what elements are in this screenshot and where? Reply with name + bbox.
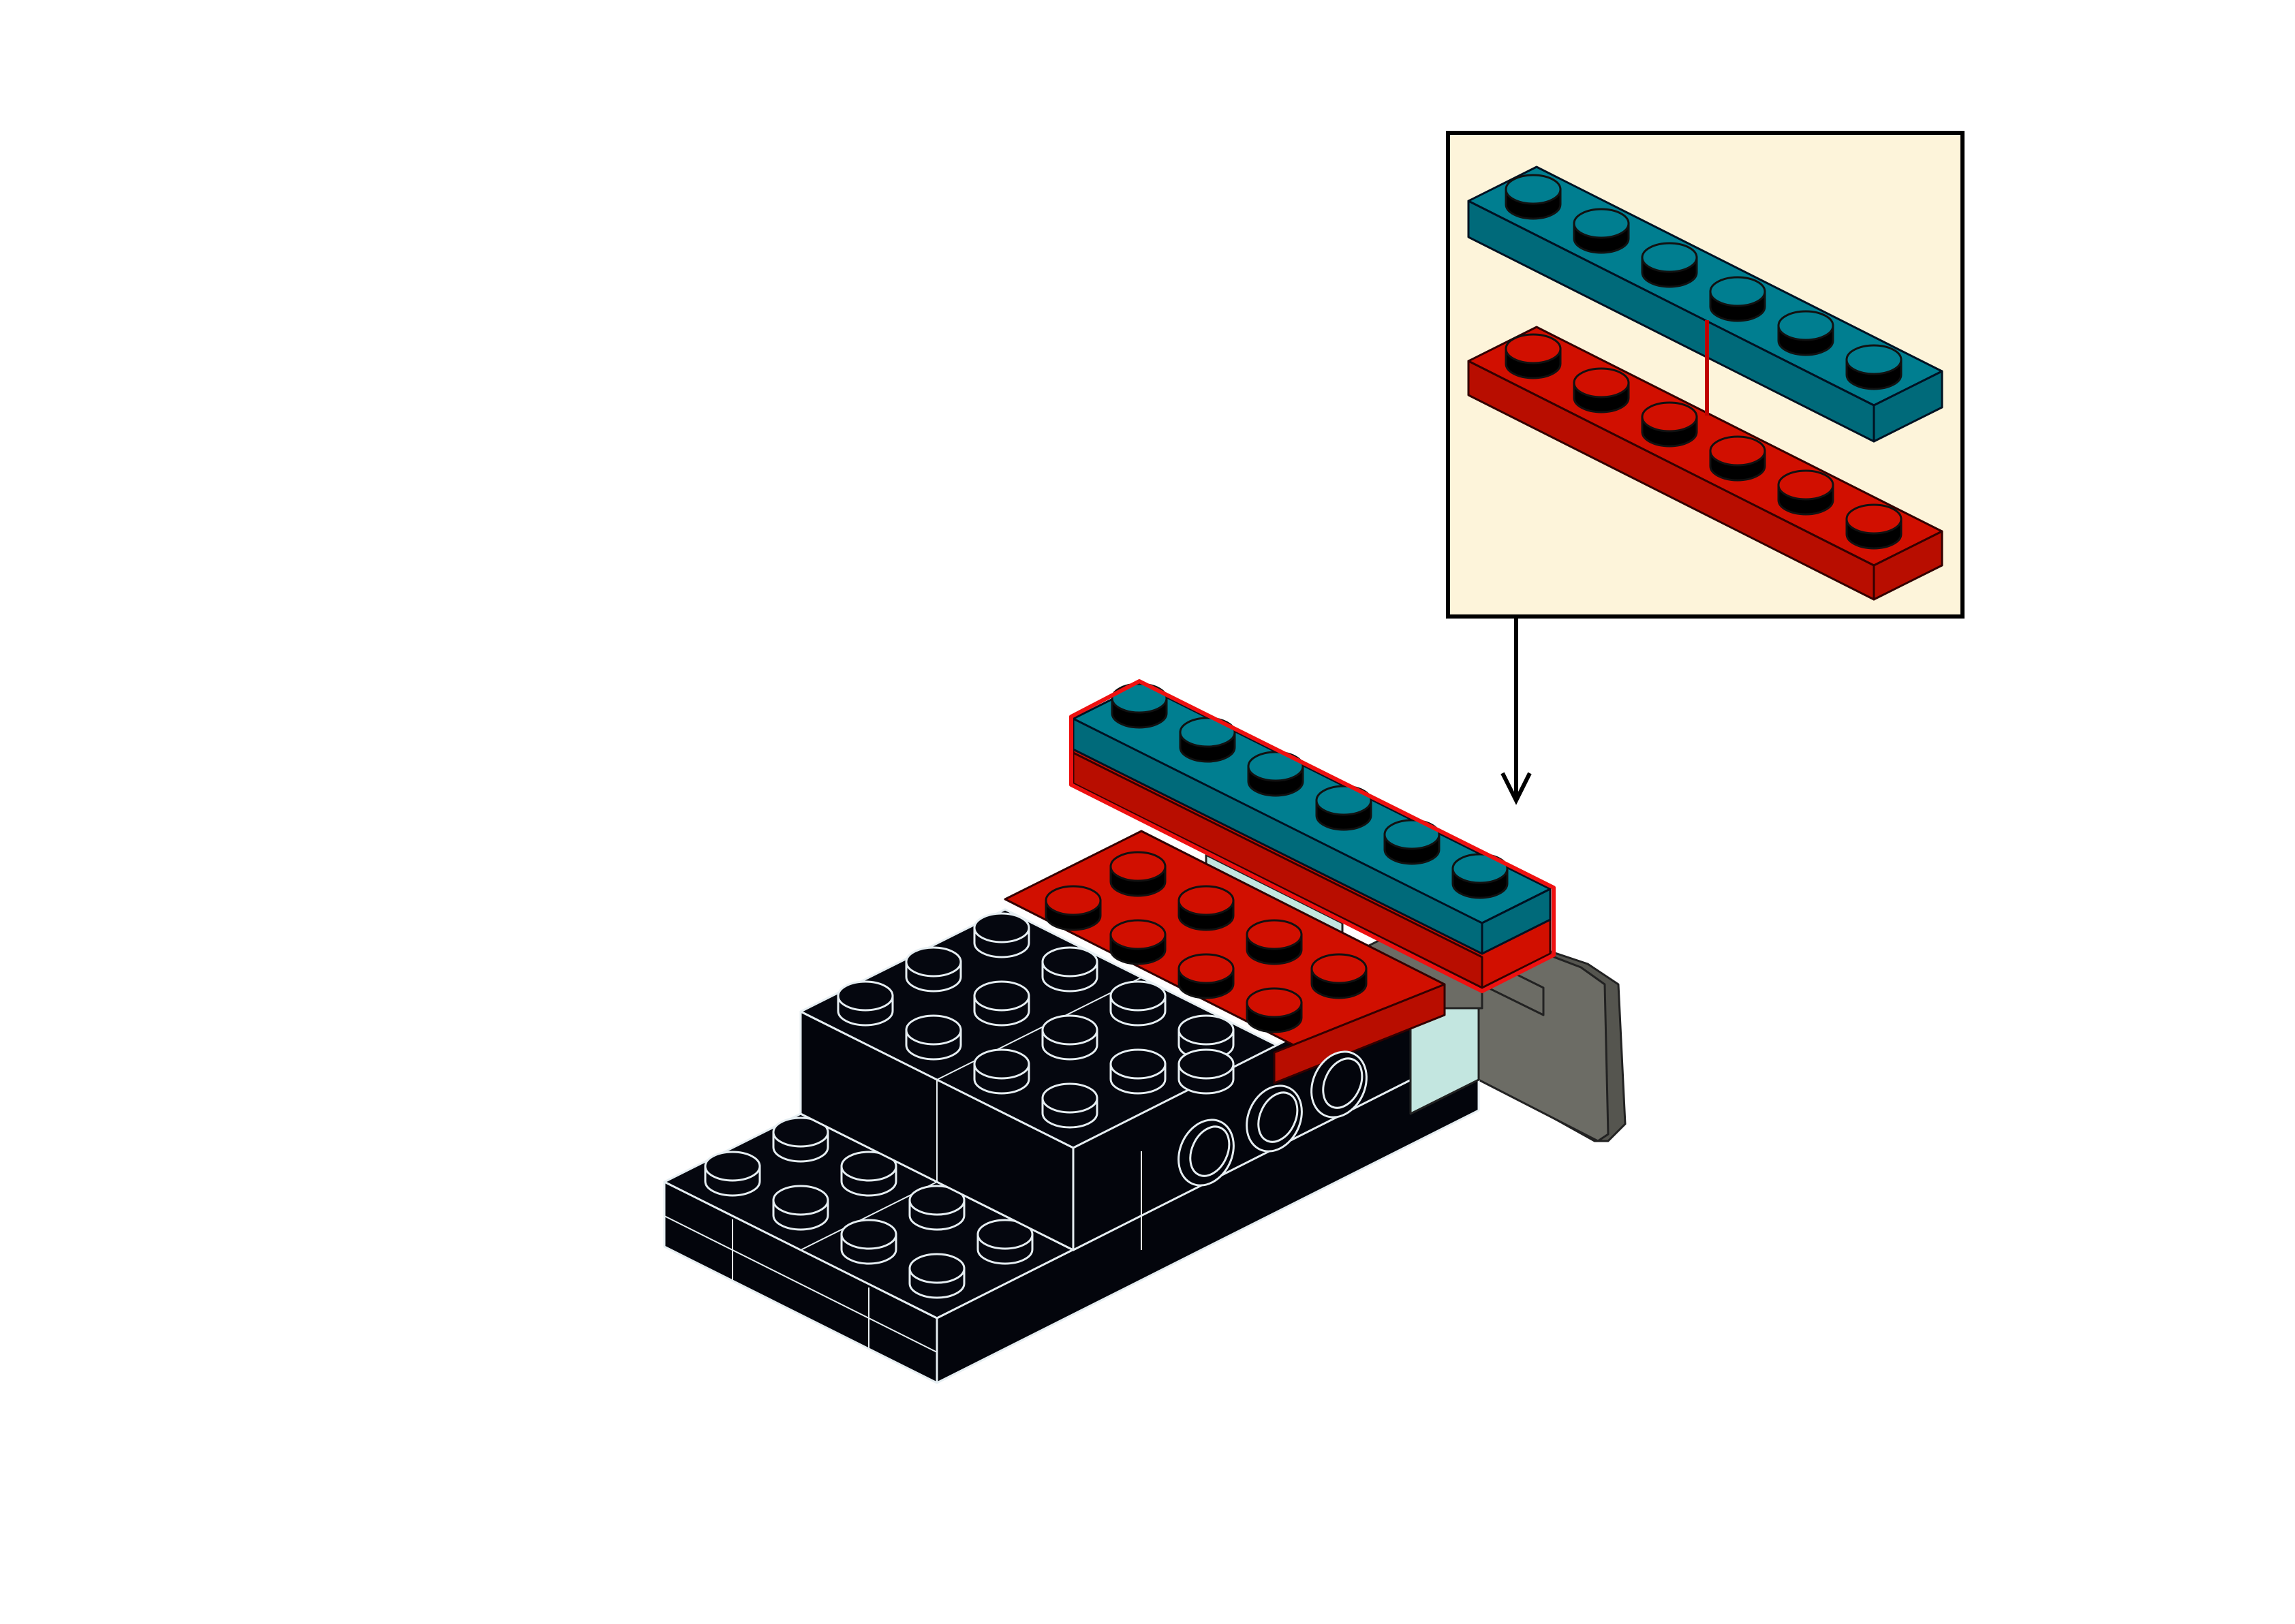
stud xyxy=(973,912,1030,958)
stud xyxy=(1505,333,1562,379)
stud xyxy=(905,1014,962,1061)
stud xyxy=(1109,919,1167,965)
stud xyxy=(704,1151,761,1197)
stud xyxy=(1247,751,1304,797)
stud xyxy=(908,1185,966,1231)
stud xyxy=(1177,885,1235,931)
stud xyxy=(1179,717,1236,763)
technic-hole xyxy=(1177,1119,1235,1187)
teal-end xyxy=(1873,370,1943,443)
stud xyxy=(1246,987,1303,1033)
highlight-outline xyxy=(1069,679,1556,993)
stud xyxy=(1315,785,1372,831)
technic-hole xyxy=(1310,1050,1368,1119)
red-end xyxy=(1873,530,1943,601)
arrow-head xyxy=(1500,772,1532,805)
stud xyxy=(1041,1082,1098,1129)
red-plate-side xyxy=(1273,983,1446,1084)
stud xyxy=(1041,1014,1098,1061)
callout-box xyxy=(1446,131,1965,619)
main-model xyxy=(663,679,1627,1384)
stud xyxy=(1573,367,1630,413)
seam xyxy=(664,1215,938,1353)
seam xyxy=(936,1249,1074,1319)
stud xyxy=(837,980,894,1027)
stud xyxy=(1177,1048,1235,1095)
stud xyxy=(1045,885,1102,931)
stud xyxy=(1777,310,1834,356)
stud xyxy=(1641,401,1698,448)
stud xyxy=(905,946,962,993)
stud xyxy=(1109,1048,1167,1095)
stud xyxy=(1845,344,1903,390)
red-plate xyxy=(1004,830,1446,1084)
technic-hole xyxy=(1246,1084,1303,1153)
seam xyxy=(936,977,1142,1080)
stud xyxy=(976,1219,1034,1265)
callout-red-plate xyxy=(1467,326,1943,601)
stud xyxy=(1573,208,1630,254)
new-part-stack xyxy=(1069,679,1556,993)
stud xyxy=(1111,683,1168,729)
stud xyxy=(1109,980,1167,1027)
stud xyxy=(1246,919,1303,965)
stud xyxy=(1177,953,1235,999)
stud xyxy=(772,1185,829,1231)
stud xyxy=(1709,435,1766,482)
stud xyxy=(1041,946,1098,993)
stud xyxy=(973,1048,1030,1095)
stud xyxy=(908,1253,966,1299)
stack-teal-end xyxy=(1481,888,1552,955)
stud xyxy=(840,1151,897,1197)
stud xyxy=(840,1219,897,1265)
stud xyxy=(1777,469,1834,516)
stud xyxy=(1505,174,1562,220)
stud xyxy=(1641,242,1698,288)
stud xyxy=(1845,503,1903,550)
stud xyxy=(1451,853,1509,899)
stud xyxy=(973,980,1030,1027)
stud xyxy=(1109,851,1167,897)
callout-teal-plate xyxy=(1467,166,1943,443)
stud xyxy=(1310,953,1368,999)
down-arrow xyxy=(1500,616,1532,805)
stud xyxy=(1709,276,1766,322)
technic-holes xyxy=(1177,1050,1368,1187)
stud xyxy=(1383,819,1441,865)
stud xyxy=(772,1116,829,1163)
